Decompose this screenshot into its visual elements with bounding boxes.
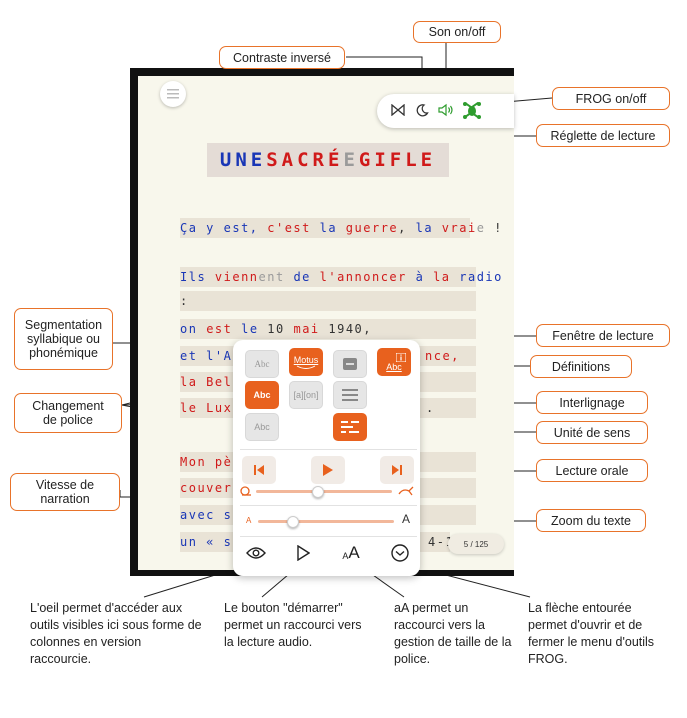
callout-zoom: Zoom du texte xyxy=(536,509,646,532)
panel-divider xyxy=(240,536,417,537)
play-button[interactable] xyxy=(311,456,345,484)
bowtie-icon xyxy=(391,104,405,116)
callout-definitions: Définitions xyxy=(530,355,632,378)
segmentation-button[interactable]: Motus xyxy=(289,348,323,376)
menu-button[interactable] xyxy=(160,81,186,107)
snail-icon xyxy=(240,486,251,496)
moon-icon xyxy=(416,104,429,117)
previous-button[interactable] xyxy=(242,456,276,484)
font-serif-button[interactable]: Abc xyxy=(245,350,279,378)
zoom-slider-handle[interactable] xyxy=(287,516,299,528)
caption-fleche: La flèche entourée permet d'ouvrir et de… xyxy=(528,601,655,666)
chevron-down-circle-icon xyxy=(391,544,409,562)
title-part: SACRÉ xyxy=(266,149,344,171)
callout-interlignage: Interlignage xyxy=(536,391,648,414)
text-line: : xyxy=(180,291,476,311)
toggle-menu-button[interactable] xyxy=(389,542,411,564)
font-sans-button[interactable]: Abc xyxy=(245,381,279,409)
reading-ruler-button[interactable] xyxy=(388,100,408,120)
eye-icon xyxy=(246,547,266,559)
contrast-button[interactable] xyxy=(412,100,432,120)
speed-slider-handle[interactable] xyxy=(312,486,325,498)
callout-reglette: Réglette de lecture xyxy=(536,124,670,147)
font-alt-button[interactable]: Abc xyxy=(245,413,279,441)
callout-segmentation: Segmentation syllabique ou phonémique xyxy=(14,308,113,370)
arc-icon xyxy=(296,365,316,369)
page-counter: 5 / 125 xyxy=(448,534,504,554)
next-button[interactable] xyxy=(380,456,414,484)
reading-window-button[interactable] xyxy=(333,350,367,378)
aa-large: A xyxy=(348,543,360,562)
zoom-large-label: A xyxy=(402,512,411,526)
rabbit-icon xyxy=(398,486,414,496)
start-button[interactable] xyxy=(292,542,314,564)
callout-unite: Unité de sens xyxy=(536,421,648,444)
frog-icon xyxy=(463,101,481,119)
panel-divider xyxy=(240,449,417,450)
aa-small: A xyxy=(342,550,349,561)
caption-oeil: L'oeil permet d'accéder aux outils visib… xyxy=(30,601,202,666)
phonemic-button[interactable]: [a][on] xyxy=(289,381,323,409)
callout-lecture-orale: Lecture orale xyxy=(536,459,648,482)
caption-aa: aA permet un raccourci vers la gestion d… xyxy=(394,601,512,666)
definitions-button[interactable]: Abc xyxy=(377,348,411,376)
text-line: on est le 10 mai 1940, xyxy=(180,319,476,339)
title-part: GIFLE xyxy=(358,149,437,171)
caption-bouton: Le bouton "démarrer" permet un raccourci… xyxy=(224,601,362,649)
title-part: E xyxy=(343,149,359,171)
window-icon xyxy=(343,358,357,370)
callout-son: Son on/off xyxy=(413,21,501,43)
sense-unit-icon xyxy=(341,421,359,433)
callout-fenetre: Fenêtre de lecture xyxy=(536,324,670,347)
sense-unit-button[interactable] xyxy=(333,413,367,441)
book-title: UNE SACRÉ E GIFLE xyxy=(207,143,449,177)
title-part: UNE xyxy=(219,149,267,171)
line-spacing-button[interactable] xyxy=(333,381,367,409)
line-spacing-icon xyxy=(342,389,358,401)
eye-button[interactable] xyxy=(245,542,267,564)
definitions-label: Abc xyxy=(386,361,402,372)
motus-label: Motus xyxy=(293,354,319,365)
zoom-small-label: A xyxy=(246,516,252,525)
play-icon xyxy=(323,464,333,476)
skip-forward-icon xyxy=(392,465,402,475)
panel-divider xyxy=(240,505,417,506)
text-line: Ils viennent de l'annoncer à la radio xyxy=(180,267,501,287)
text-line: Ça y est, c'est la guerre, la vraie ! xyxy=(180,218,501,238)
zoom-slider[interactable] xyxy=(258,520,394,523)
play-icon xyxy=(297,545,310,561)
callout-vitesse: Vitesse de narration xyxy=(10,473,120,511)
sound-button[interactable] xyxy=(436,100,456,120)
callout-contraste: Contraste inversé xyxy=(219,46,345,69)
frog-toggle-button[interactable] xyxy=(461,100,483,120)
callout-frog: FROG on/off xyxy=(552,87,670,110)
skip-back-icon xyxy=(254,465,264,475)
info-icon xyxy=(396,352,406,362)
speaker-icon xyxy=(438,103,453,117)
callout-changement: Changement de police xyxy=(14,393,122,433)
hamburger-icon xyxy=(167,89,179,99)
